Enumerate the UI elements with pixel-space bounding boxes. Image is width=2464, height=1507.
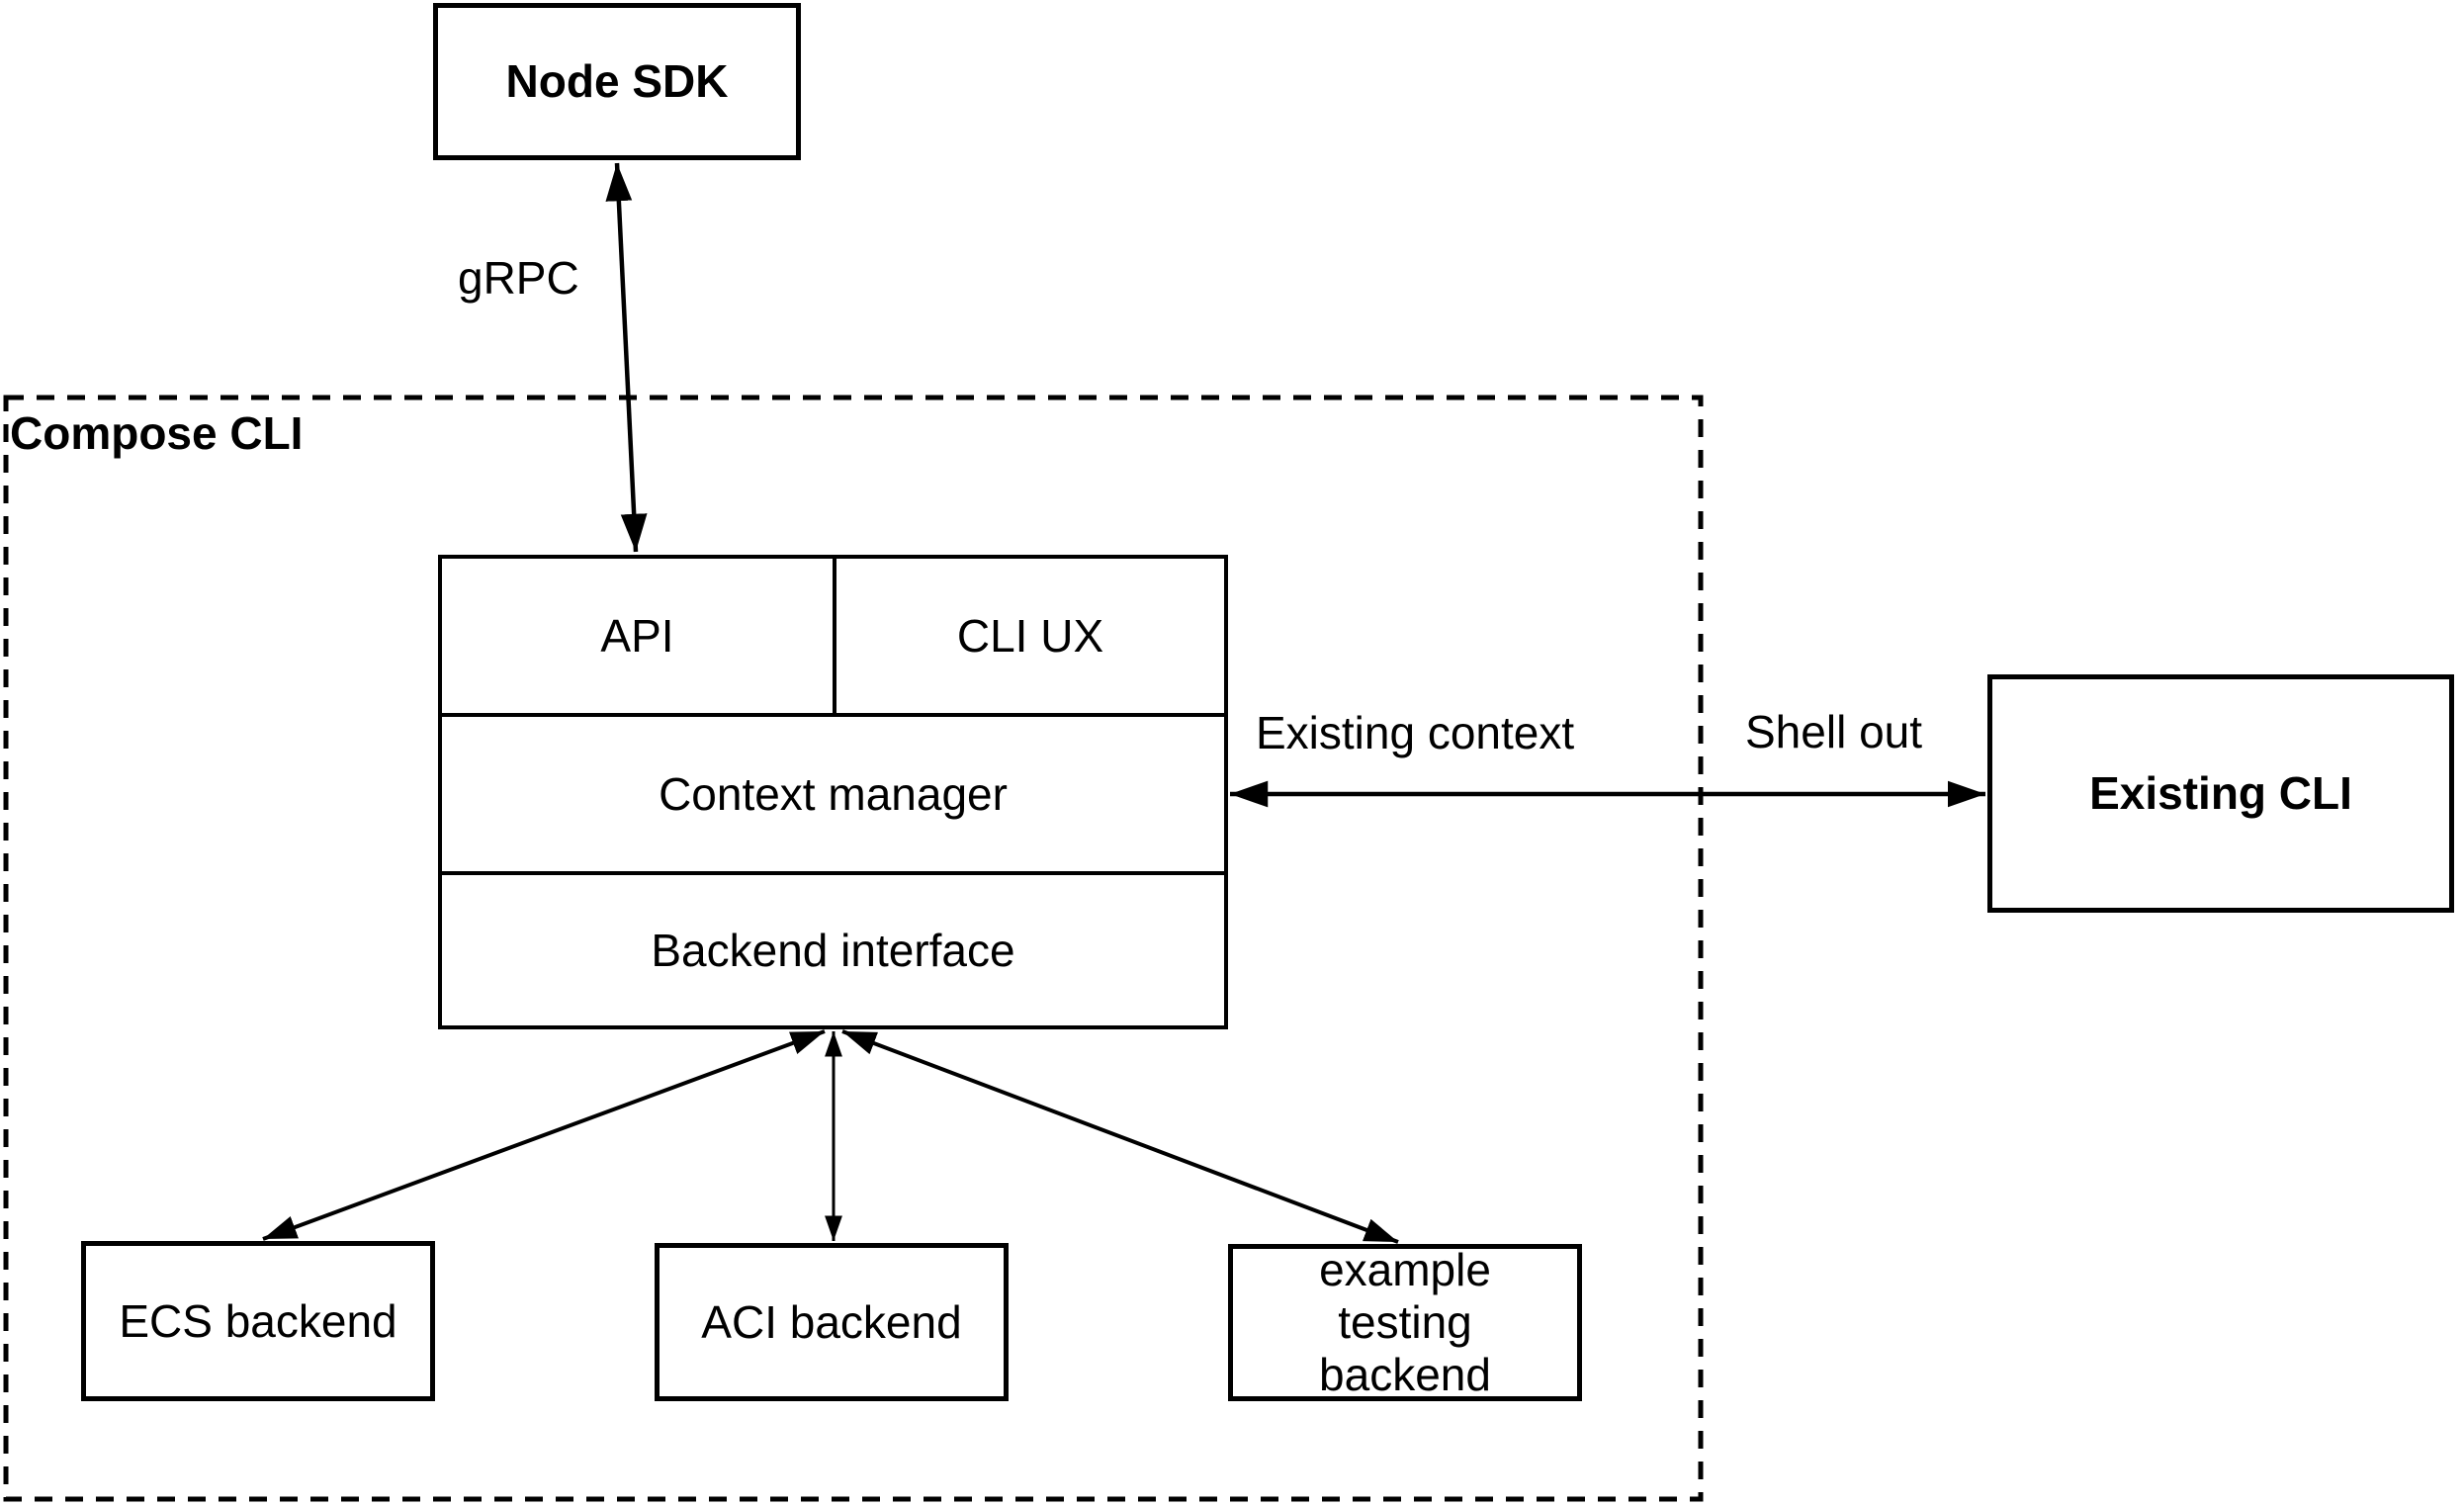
existing-cli-box: Existing CLI bbox=[1987, 674, 2454, 913]
existing-cli-label: Existing CLI bbox=[2089, 767, 2352, 820]
stack-top-row: API CLI UX bbox=[442, 559, 1224, 713]
context-manager-cell: Context manager bbox=[442, 713, 1224, 871]
backend-interface-cell: Backend interface bbox=[442, 871, 1224, 1025]
example-testing-backend-label: example testing backend bbox=[1319, 1244, 1491, 1400]
context-manager-label: Context manager bbox=[659, 768, 1008, 820]
compose-cli-container-label: Compose CLI bbox=[10, 407, 304, 459]
ecs-backend-box: ECS backend bbox=[81, 1241, 435, 1401]
grpc-edge-label: gRPC bbox=[458, 252, 579, 304]
aci-backend-box: ACI backend bbox=[655, 1243, 1009, 1401]
example-testing-backend-box: example testing backend bbox=[1228, 1244, 1582, 1401]
cli-ux-label: CLI UX bbox=[956, 610, 1104, 662]
node-sdk-label: Node SDK bbox=[505, 55, 729, 108]
existing-context-edge-label: Existing context bbox=[1256, 707, 1575, 758]
api-cell: API bbox=[442, 559, 836, 713]
shell-out-edge-label: Shell out bbox=[1745, 706, 1923, 757]
compose-cli-container-border bbox=[3, 395, 1704, 1502]
ecs-backend-label: ECS backend bbox=[119, 1294, 397, 1347]
backend-interface-label: Backend interface bbox=[651, 925, 1015, 976]
ecs-backend-arrow bbox=[262, 1029, 826, 1241]
cli-ux-cell: CLI UX bbox=[836, 559, 1224, 713]
aci-backend-label: ACI backend bbox=[701, 1295, 962, 1348]
compose-cli-stack: API CLI UX Context manager Backend inter… bbox=[438, 555, 1228, 1029]
example-backend-arrow bbox=[841, 1029, 1399, 1244]
api-label: API bbox=[600, 610, 674, 662]
grpc-arrow bbox=[605, 162, 648, 553]
node-sdk-box: Node SDK bbox=[433, 3, 801, 160]
